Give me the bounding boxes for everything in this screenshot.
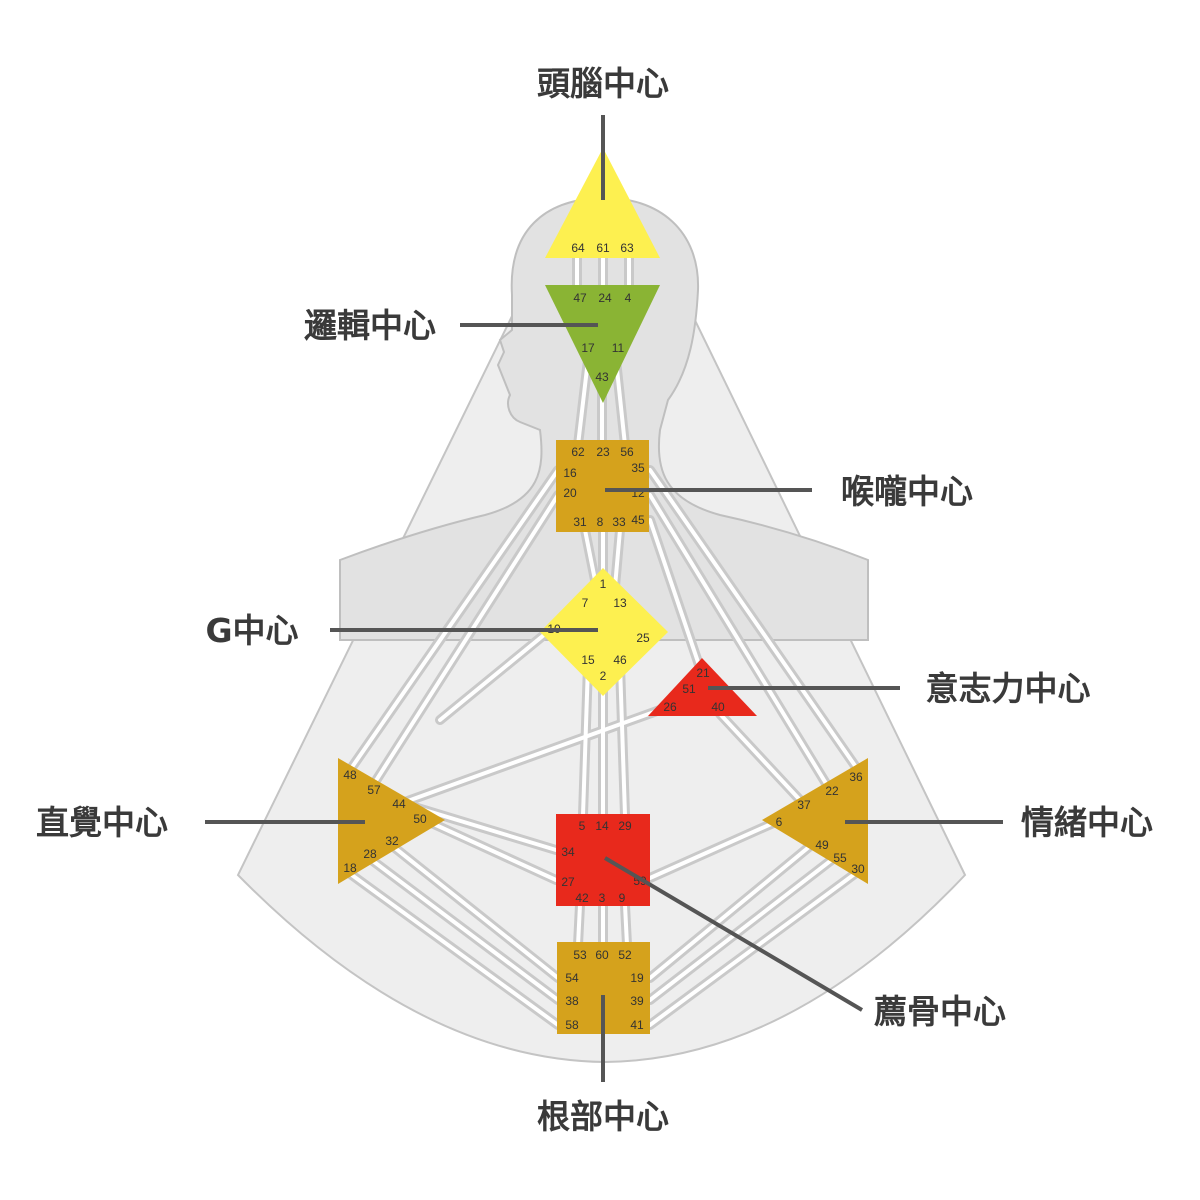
gate-25: 25 [636,631,650,645]
gate-52: 52 [618,948,632,962]
gate-26: 26 [663,700,677,714]
gate-19: 19 [630,971,644,985]
gate-1: 1 [600,577,607,591]
gate-63: 63 [620,241,634,255]
gate-13: 13 [613,596,627,610]
gate-9: 9 [619,891,626,905]
spleen-shape [338,758,445,884]
channel-highlights [343,256,862,1027]
gate-53: 53 [573,948,587,962]
gate-22: 22 [825,784,839,798]
gate-43: 43 [595,370,609,384]
gate-33: 33 [612,515,626,529]
sacral-shape [556,814,650,906]
gate-54: 54 [565,971,579,985]
gate-14: 14 [595,819,609,833]
gate-45: 45 [631,513,645,527]
gate-32: 32 [385,834,399,848]
gate-46: 46 [613,653,627,667]
gate-29: 29 [618,819,632,833]
gate-17: 17 [581,341,595,355]
gate-24: 24 [598,291,612,305]
label-ego: 意志力中心 [926,669,1091,708]
gate-28: 28 [363,847,377,861]
gate-15: 15 [581,653,595,667]
gate-49: 49 [815,838,829,852]
gate-56: 56 [620,445,634,459]
gate-35: 35 [631,461,645,475]
gate-20: 20 [563,486,577,500]
gate-47: 47 [573,291,587,305]
gate-38: 38 [565,994,579,1008]
gate-41: 41 [630,1018,644,1032]
label-g: G中心 [205,611,298,650]
label-sacral: 薦骨中心 [874,992,1006,1031]
gate-36: 36 [849,770,863,784]
gate-7: 7 [582,596,589,610]
g-shape [540,568,668,696]
center-solar-plexus: 36 22 37 6 49 55 30 [762,758,868,884]
label-root: 根部中心 [537,1097,669,1136]
center-ego: 21 51 26 40 [648,658,757,716]
ajna-shape [545,285,660,403]
gate-3: 3 [599,891,606,905]
center-labels: 頭腦中心 邏輯中心 喉嚨中心 G中心 意志力中心 直覺中心 情緒中心 薦骨中心 … [36,64,1153,1136]
gate-58: 58 [565,1018,579,1032]
gate-51: 51 [682,682,696,696]
gate-37: 37 [797,798,811,812]
gate-5: 5 [579,819,586,833]
gate-57: 57 [367,783,381,797]
leader-lines [205,115,1003,1082]
gate-64: 64 [571,241,585,255]
throat-shape [556,440,649,532]
center-throat: 62 23 56 16 35 20 12 31 8 33 45 [556,440,649,532]
center-sacral: 5 14 29 34 27 59 42 3 9 [556,814,650,906]
gate-6: 6 [776,815,783,829]
gate-4: 4 [625,291,632,305]
gate-16: 16 [563,466,577,480]
label-solar-plexus: 情緒中心 [1021,803,1153,842]
gate-42: 42 [575,891,589,905]
gate-18: 18 [343,861,357,875]
head-shape [545,148,660,258]
leader-sacral [603,856,864,1012]
gate-60: 60 [595,948,609,962]
center-root: 53 60 52 54 19 38 39 58 41 [557,942,650,1034]
gate-40: 40 [711,700,725,714]
gate-34: 34 [561,845,575,859]
gate-31: 31 [573,515,587,529]
gate-8: 8 [597,515,604,529]
gate-50: 50 [413,812,427,826]
gate-62: 62 [571,445,585,459]
center-ajna: 47 24 4 17 11 43 [545,285,660,403]
gate-61: 61 [596,241,610,255]
center-spleen: 48 57 44 50 32 28 18 [338,758,445,884]
center-head: 64 61 63 [545,148,660,258]
solar-plexus-shape [762,758,868,884]
gate-55: 55 [833,851,847,865]
gate-39: 39 [630,994,644,1008]
gate-2: 2 [600,669,607,683]
label-spleen: 直覺中心 [36,803,168,842]
gate-48: 48 [343,768,357,782]
gate-44: 44 [392,797,406,811]
gate-21: 21 [696,666,710,680]
label-head: 頭腦中心 [537,64,669,103]
label-ajna: 邏輯中心 [304,306,436,345]
gate-11: 11 [612,341,625,355]
gate-30: 30 [851,862,865,876]
gate-23: 23 [596,445,610,459]
label-throat: 喉嚨中心 [841,472,973,511]
gate-27: 27 [561,875,575,889]
ego-shape [648,658,757,716]
